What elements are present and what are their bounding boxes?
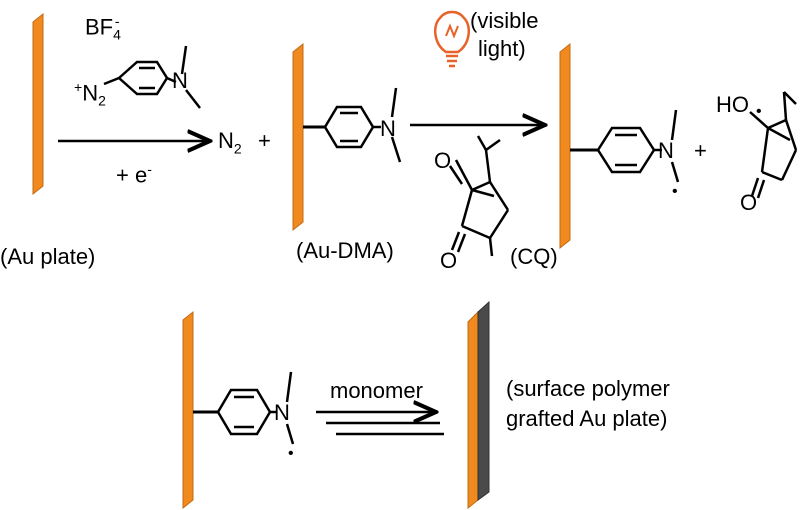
diazonium-structure (103, 45, 201, 109)
light-label-line1: (visible (470, 8, 539, 33)
n2-byproduct: N2 (218, 128, 242, 157)
electron-label: + e- (116, 161, 152, 188)
hydroxyl-label: HO (716, 92, 749, 117)
gold-plate-grafted (467, 310, 479, 510)
atom-o-cq-2: O (440, 248, 458, 273)
diazonium-n2: +N2 (74, 79, 106, 109)
radical-product-structure (570, 109, 680, 183)
radical-dot-1: • (672, 183, 678, 200)
polymerization-arrows (316, 412, 444, 436)
atom-n-diazonium: N (172, 68, 188, 93)
atom-n-au-dma: N (380, 116, 396, 141)
atom-n-bottom: N (274, 400, 290, 425)
lightbulb-icon (433, 10, 471, 68)
radical-dot-bottom: • (288, 445, 294, 462)
gold-plate-start (32, 12, 44, 196)
polymer-label-line1: (surface polymer (506, 376, 670, 401)
atom-o-ketyl: O (740, 190, 758, 215)
bottom-radical-structure (193, 371, 295, 445)
gold-plate-radical (559, 42, 571, 250)
ketyl-radical-structure (749, 91, 798, 199)
au-dma-structure (303, 87, 402, 163)
plus-sign-2: + (694, 138, 707, 163)
au-plate-label: (Au plate) (0, 244, 96, 269)
bf4-anion: BF4- (85, 13, 121, 43)
camphorquinone-structure (448, 135, 510, 257)
cq-label: (CQ) (510, 244, 558, 269)
plus-sign-1: + (258, 128, 271, 153)
atom-o-cq-1: O (434, 148, 452, 173)
atom-n-radical: N (658, 138, 674, 163)
polymer-label-line2: grafted Au plate) (506, 406, 668, 431)
au-dma-label: (Au-DMA) (296, 238, 394, 263)
polymer-layer (477, 300, 490, 501)
radical-dot-ketyl: • (756, 103, 762, 120)
light-label-line2: light) (478, 36, 526, 61)
monomer-label: monomer (330, 378, 423, 403)
gold-plate-au-dma (292, 42, 304, 232)
gold-plate-bottom (182, 310, 194, 510)
